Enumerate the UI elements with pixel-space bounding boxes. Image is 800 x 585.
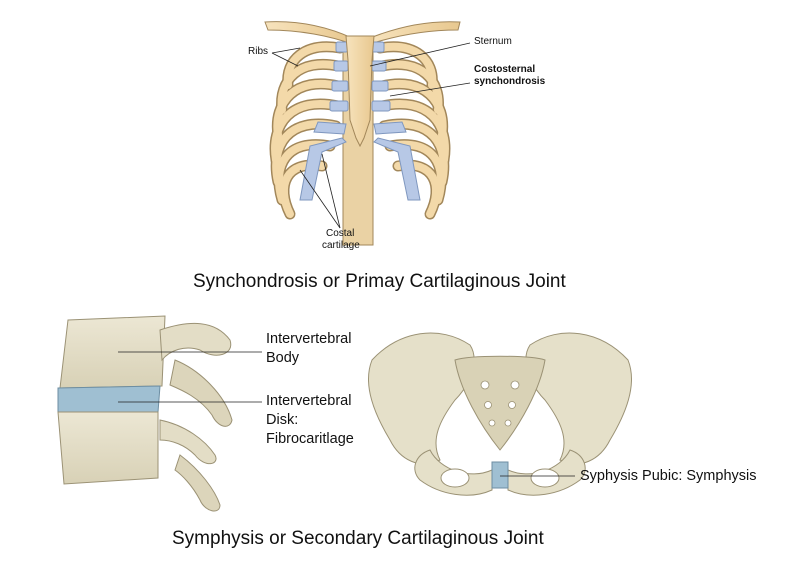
pubic-symphysis-label: Syphysis Pubic: Symphysis (580, 468, 757, 484)
ribs-label: Ribs (248, 46, 269, 57)
intervertebral-body-label-line2: Body (266, 350, 300, 366)
synchondrosis-caption: Synchondrosis or Primay Cartilaginous Jo… (193, 271, 566, 292)
cartilage-label: cartilage (322, 240, 360, 251)
left-clavicle (264, 21, 353, 45)
intervertebral-disk-label-line2: Disk: (266, 412, 299, 428)
sternum-bone (345, 35, 375, 148)
symphysis-caption: Symphysis or Secondary Cartilaginous Joi… (172, 528, 544, 549)
intervertebral-body-label-line1: Intervertebral (266, 331, 352, 347)
rib-leader-lines (271, 42, 471, 229)
intervertebral-disk-label-line3: Fibrocaritlage (266, 431, 354, 447)
intervertebral-disk-shape (57, 385, 161, 413)
vertebra-illustration (57, 315, 233, 512)
synchondrosis-label: synchondrosis (474, 76, 546, 87)
sternum-label: Sternum (474, 36, 512, 47)
intervertebral-disk-label-line1: Intervertebral (266, 393, 352, 409)
costosternal-label: Costosternal (474, 64, 536, 75)
pubic-symphysis-shape (491, 461, 509, 489)
right-clavicle (369, 21, 461, 45)
vertebra-leader-lines (118, 351, 262, 403)
costal-label: Costal (326, 228, 355, 239)
pelvis-illustration (368, 332, 632, 496)
